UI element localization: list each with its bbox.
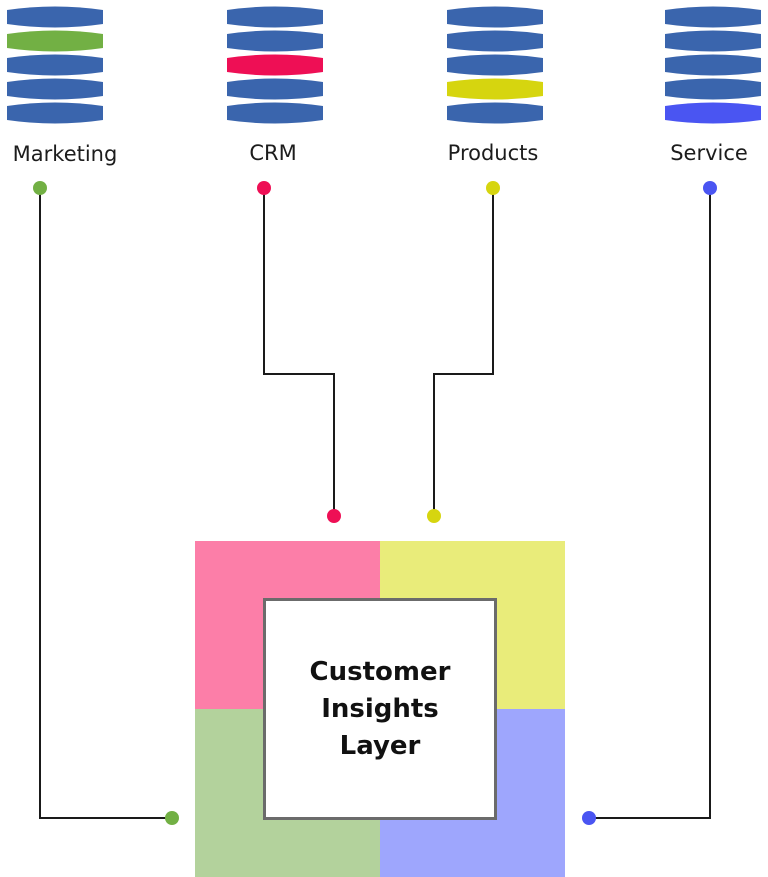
database-disc: [7, 78, 103, 100]
connector-dot-crm-start: [257, 181, 271, 195]
database-icon-marketing: [7, 6, 103, 124]
database-disc-highlight: [447, 78, 543, 100]
connector-dot-marketing-end: [165, 811, 179, 825]
database-disc: [447, 102, 543, 124]
database-disc-highlight: [7, 30, 103, 52]
connector-line-products: [433, 188, 494, 516]
connector-dot-service-start: [703, 181, 717, 195]
database-disc: [7, 6, 103, 28]
customer-insights-title: Customer Insights Layer: [280, 654, 480, 765]
database-disc: [447, 6, 543, 28]
source-label-service: Service: [670, 141, 748, 165]
database-icon-products: [447, 6, 543, 124]
connector-line-marketing: [39, 188, 172, 819]
database-disc-highlight: [227, 54, 323, 76]
database-disc: [665, 30, 761, 52]
title-line-2: Insights: [321, 693, 439, 724]
database-disc: [665, 6, 761, 28]
connector-line-crm: [263, 188, 335, 516]
database-disc: [7, 102, 103, 124]
database-disc: [447, 54, 543, 76]
connector-lines: [39, 188, 711, 819]
title-line-3: Layer: [339, 730, 421, 761]
connector-dots: [33, 181, 717, 825]
source-label-crm: CRM: [249, 141, 297, 165]
title-line-1: Customer: [309, 656, 451, 687]
database-disc: [665, 78, 761, 100]
database-disc: [227, 102, 323, 124]
source-label-products: Products: [447, 141, 539, 165]
database-disc: [447, 30, 543, 52]
database-disc: [227, 30, 323, 52]
connector-dot-service-end: [582, 811, 596, 825]
database-disc: [227, 78, 323, 100]
connector-dot-crm-end: [327, 509, 341, 523]
source-label-marketing: Marketing: [12, 142, 118, 166]
database-icon-service: [665, 6, 761, 124]
database-disc-highlight: [665, 102, 761, 124]
database-disc: [665, 54, 761, 76]
connector-dot-products-end: [427, 509, 441, 523]
database-disc: [227, 6, 323, 28]
database-icon-crm: [227, 6, 323, 124]
customer-insights-box: Customer Insights Layer: [263, 598, 497, 820]
connector-dot-products-start: [486, 181, 500, 195]
connector-line-service: [589, 188, 711, 819]
database-disc: [7, 54, 103, 76]
connector-dot-marketing-start: [33, 181, 47, 195]
